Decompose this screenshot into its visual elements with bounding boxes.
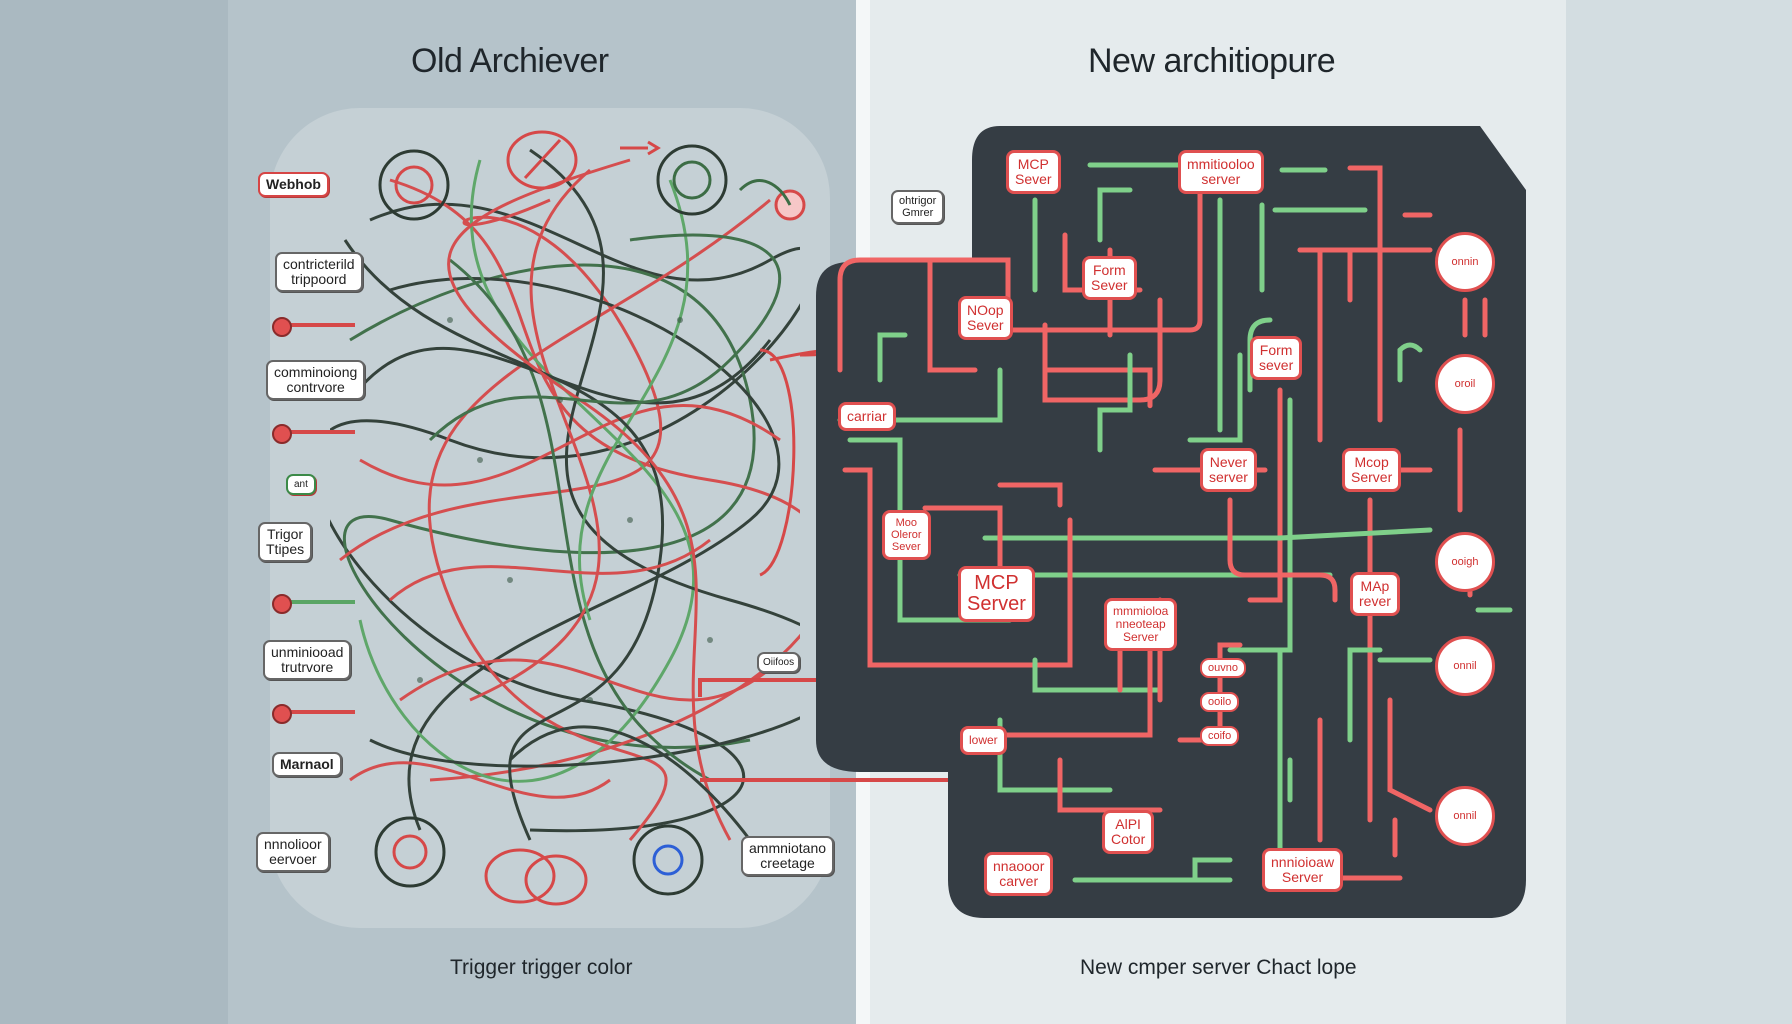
status-pill-2: ooilo <box>1200 692 1240 712</box>
and-label: ant <box>286 474 316 495</box>
endpoint-circle-1: onnin <box>1435 232 1495 292</box>
mcp-server-main-node: MCP Server <box>958 566 1035 622</box>
mcp-server-node: MCP Sever <box>1006 150 1061 194</box>
trigger-dot <box>272 704 292 724</box>
form-server-node-2: Form sever <box>1250 336 1303 380</box>
multicolored-label: ammniotano creetage <box>741 836 835 876</box>
bottom-server-node: nnnioioaw Server <box>1262 848 1344 892</box>
trigger-dot <box>272 424 292 444</box>
monitor-server-node: nnaooor carver <box>984 852 1054 896</box>
webhook-label: Webhob <box>258 172 329 197</box>
spaghetti-wires <box>330 148 800 841</box>
endpoint-circle-5: onnil <box>1435 786 1495 846</box>
never-server-node: Never server <box>1200 448 1257 492</box>
endpoint-circle-4: onnil <box>1435 636 1495 696</box>
moop-server-node: Mcop Server <box>1342 448 1402 492</box>
multi-mid-server-node: mmmioloa nneoteap Server <box>1104 598 1178 651</box>
noop-server-node: NOop Sever <box>958 296 1013 340</box>
old-architecture-caption: Trigger trigger color <box>450 956 633 979</box>
lower-node: lower <box>960 726 1007 755</box>
multi-top-server-node: mmitiooloo server <box>1178 150 1264 194</box>
map-server-node: MAp rever <box>1350 572 1400 616</box>
contracted-trigger-label: contricterild trippoord <box>275 252 363 292</box>
endpoint-circle-2: oroil <box>1435 354 1495 414</box>
unimhibited-label: unminiooad trutrvore <box>263 640 352 680</box>
trigger-server-node: ohtrigor Gmrer <box>891 190 945 224</box>
trigger-dot <box>272 594 292 614</box>
status-pill-1: ouvno <box>1200 658 1246 678</box>
old-architecture-title: Old Archiever <box>411 42 609 80</box>
trigger-dot <box>272 317 292 337</box>
side-label: Oiifoos <box>757 652 801 673</box>
carrier-node: carriar <box>838 402 896 431</box>
combining-label: comminoiong contrvore <box>266 360 366 400</box>
multiplier-label: nnnolioor eervoer <box>256 832 330 872</box>
new-architecture-caption: New cmper server Chact lope <box>1080 956 1357 979</box>
mini-server-node: Moo Oleror Sever <box>882 510 931 560</box>
manual-label: Marnaol <box>272 752 342 777</box>
form-server-node: Form Sever <box>1082 256 1137 300</box>
new-architecture-title: New architiopure <box>1088 42 1336 80</box>
right-margin-panel <box>1566 0 1792 1024</box>
status-pill-3: coifo <box>1200 726 1240 746</box>
endpoint-circle-3: ooigh <box>1435 532 1495 592</box>
api-color-node: AlPI Cotor <box>1102 810 1155 854</box>
trigger-types-label: Trigor Ttipes <box>258 522 313 562</box>
